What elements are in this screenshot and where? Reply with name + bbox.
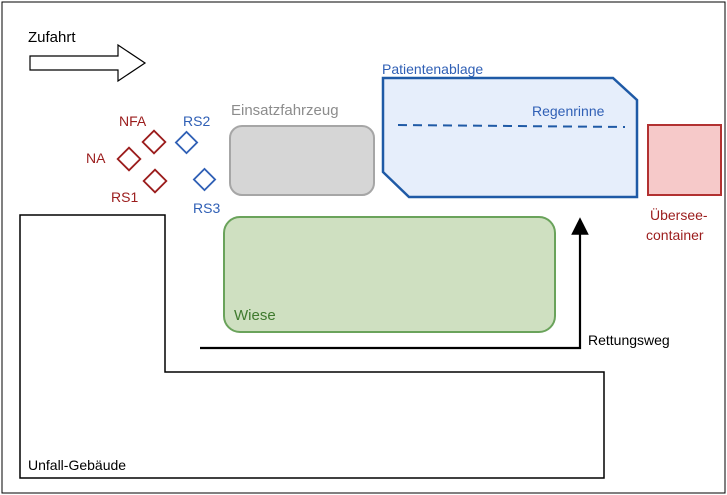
na-marker bbox=[116, 146, 142, 172]
entry-arrow-icon bbox=[29, 43, 147, 83]
gutter-line bbox=[397, 124, 626, 128]
rs2-label: RS2 bbox=[183, 113, 210, 129]
gutter-label: Regenrinne bbox=[532, 103, 605, 119]
na-label: NA bbox=[86, 150, 106, 166]
rescue-path-label: Rettungsweg bbox=[588, 332, 670, 348]
nfa-marker bbox=[141, 129, 167, 155]
meadow-label: Wiese bbox=[234, 307, 276, 324]
meadow-rect bbox=[223, 216, 556, 333]
nfa-label: NFA bbox=[119, 113, 147, 129]
building-outline bbox=[19, 214, 605, 479]
rescue-path-arrow bbox=[200, 217, 589, 350]
rs3-label: RS3 bbox=[193, 200, 220, 216]
rs1-marker bbox=[142, 168, 168, 194]
patient-area-label: Patientenablage bbox=[382, 61, 483, 77]
container-label-line2: container bbox=[646, 227, 704, 243]
rs3-marker bbox=[192, 167, 217, 192]
vehicle-rect bbox=[229, 125, 375, 196]
container-label-line1: Übersee- bbox=[650, 206, 708, 223]
building-label: Unfall-Gebäude bbox=[28, 457, 126, 473]
entry-label: Zufahrt bbox=[28, 29, 76, 46]
patient-area bbox=[381, 76, 639, 199]
rs2-marker bbox=[174, 130, 199, 155]
rs1-label: RS1 bbox=[111, 189, 138, 205]
vehicle-label: Einsatzfahrzeug bbox=[231, 102, 339, 119]
container-rect bbox=[647, 124, 722, 196]
